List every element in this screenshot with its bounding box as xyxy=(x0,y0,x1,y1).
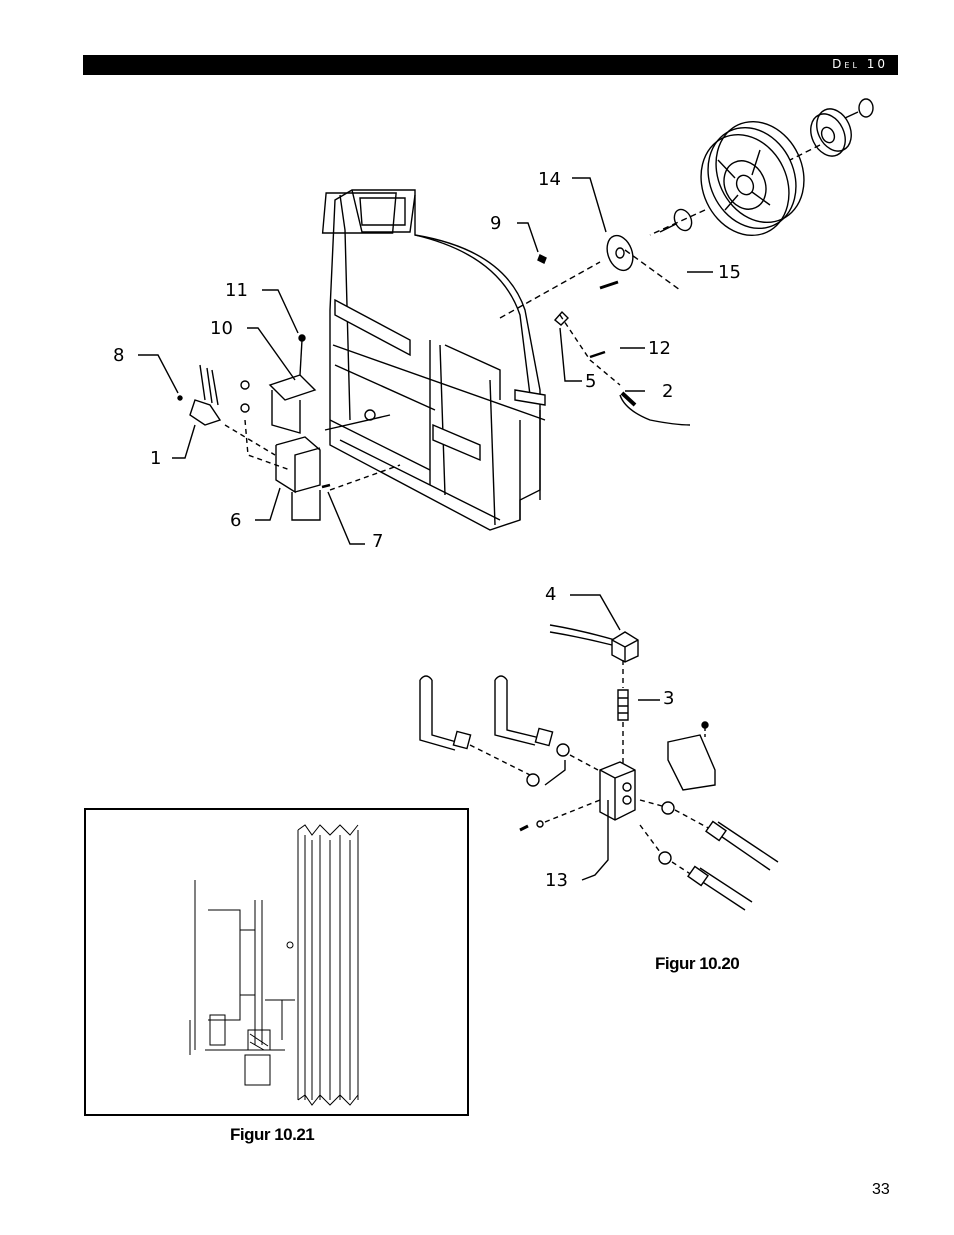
callout-3: 3 xyxy=(663,688,675,709)
callout-8: 8 xyxy=(113,345,125,366)
callout-1: 1 xyxy=(150,448,162,469)
callout-6: 6 xyxy=(230,510,242,531)
callout-12: 12 xyxy=(648,338,671,359)
page-number: 33 xyxy=(872,1181,890,1198)
callout-5: 5 xyxy=(585,371,597,392)
large-pulley xyxy=(700,120,805,237)
callout-2: 2 xyxy=(662,381,674,402)
fan-housing xyxy=(321,189,546,531)
callout-14: 14 xyxy=(538,169,561,190)
hub-parts xyxy=(649,98,874,236)
callout-leaders xyxy=(138,177,713,545)
valve-assembly xyxy=(419,594,779,911)
figure-10-20-caption: Figur 10.20 xyxy=(655,954,740,973)
disc-part-14 xyxy=(606,234,634,272)
inset-pulley-section-drawing xyxy=(189,824,359,1106)
callout-11: 11 xyxy=(225,280,248,301)
callout-10: 10 xyxy=(210,318,233,339)
small-pulley xyxy=(810,108,852,157)
callout-15: 15 xyxy=(718,262,741,283)
callout-4: 4 xyxy=(545,584,557,605)
figure-10-21-caption: Figur 10.21 xyxy=(230,1125,315,1144)
bracket-assembly xyxy=(177,334,401,521)
callout-9: 9 xyxy=(490,213,502,234)
header-bar: Del 10 xyxy=(83,55,898,75)
callout-13: 13 xyxy=(545,870,568,891)
section-label: Del 10 xyxy=(832,57,888,71)
figure-10-21-frame xyxy=(84,808,469,1116)
callout-7: 7 xyxy=(372,531,384,552)
